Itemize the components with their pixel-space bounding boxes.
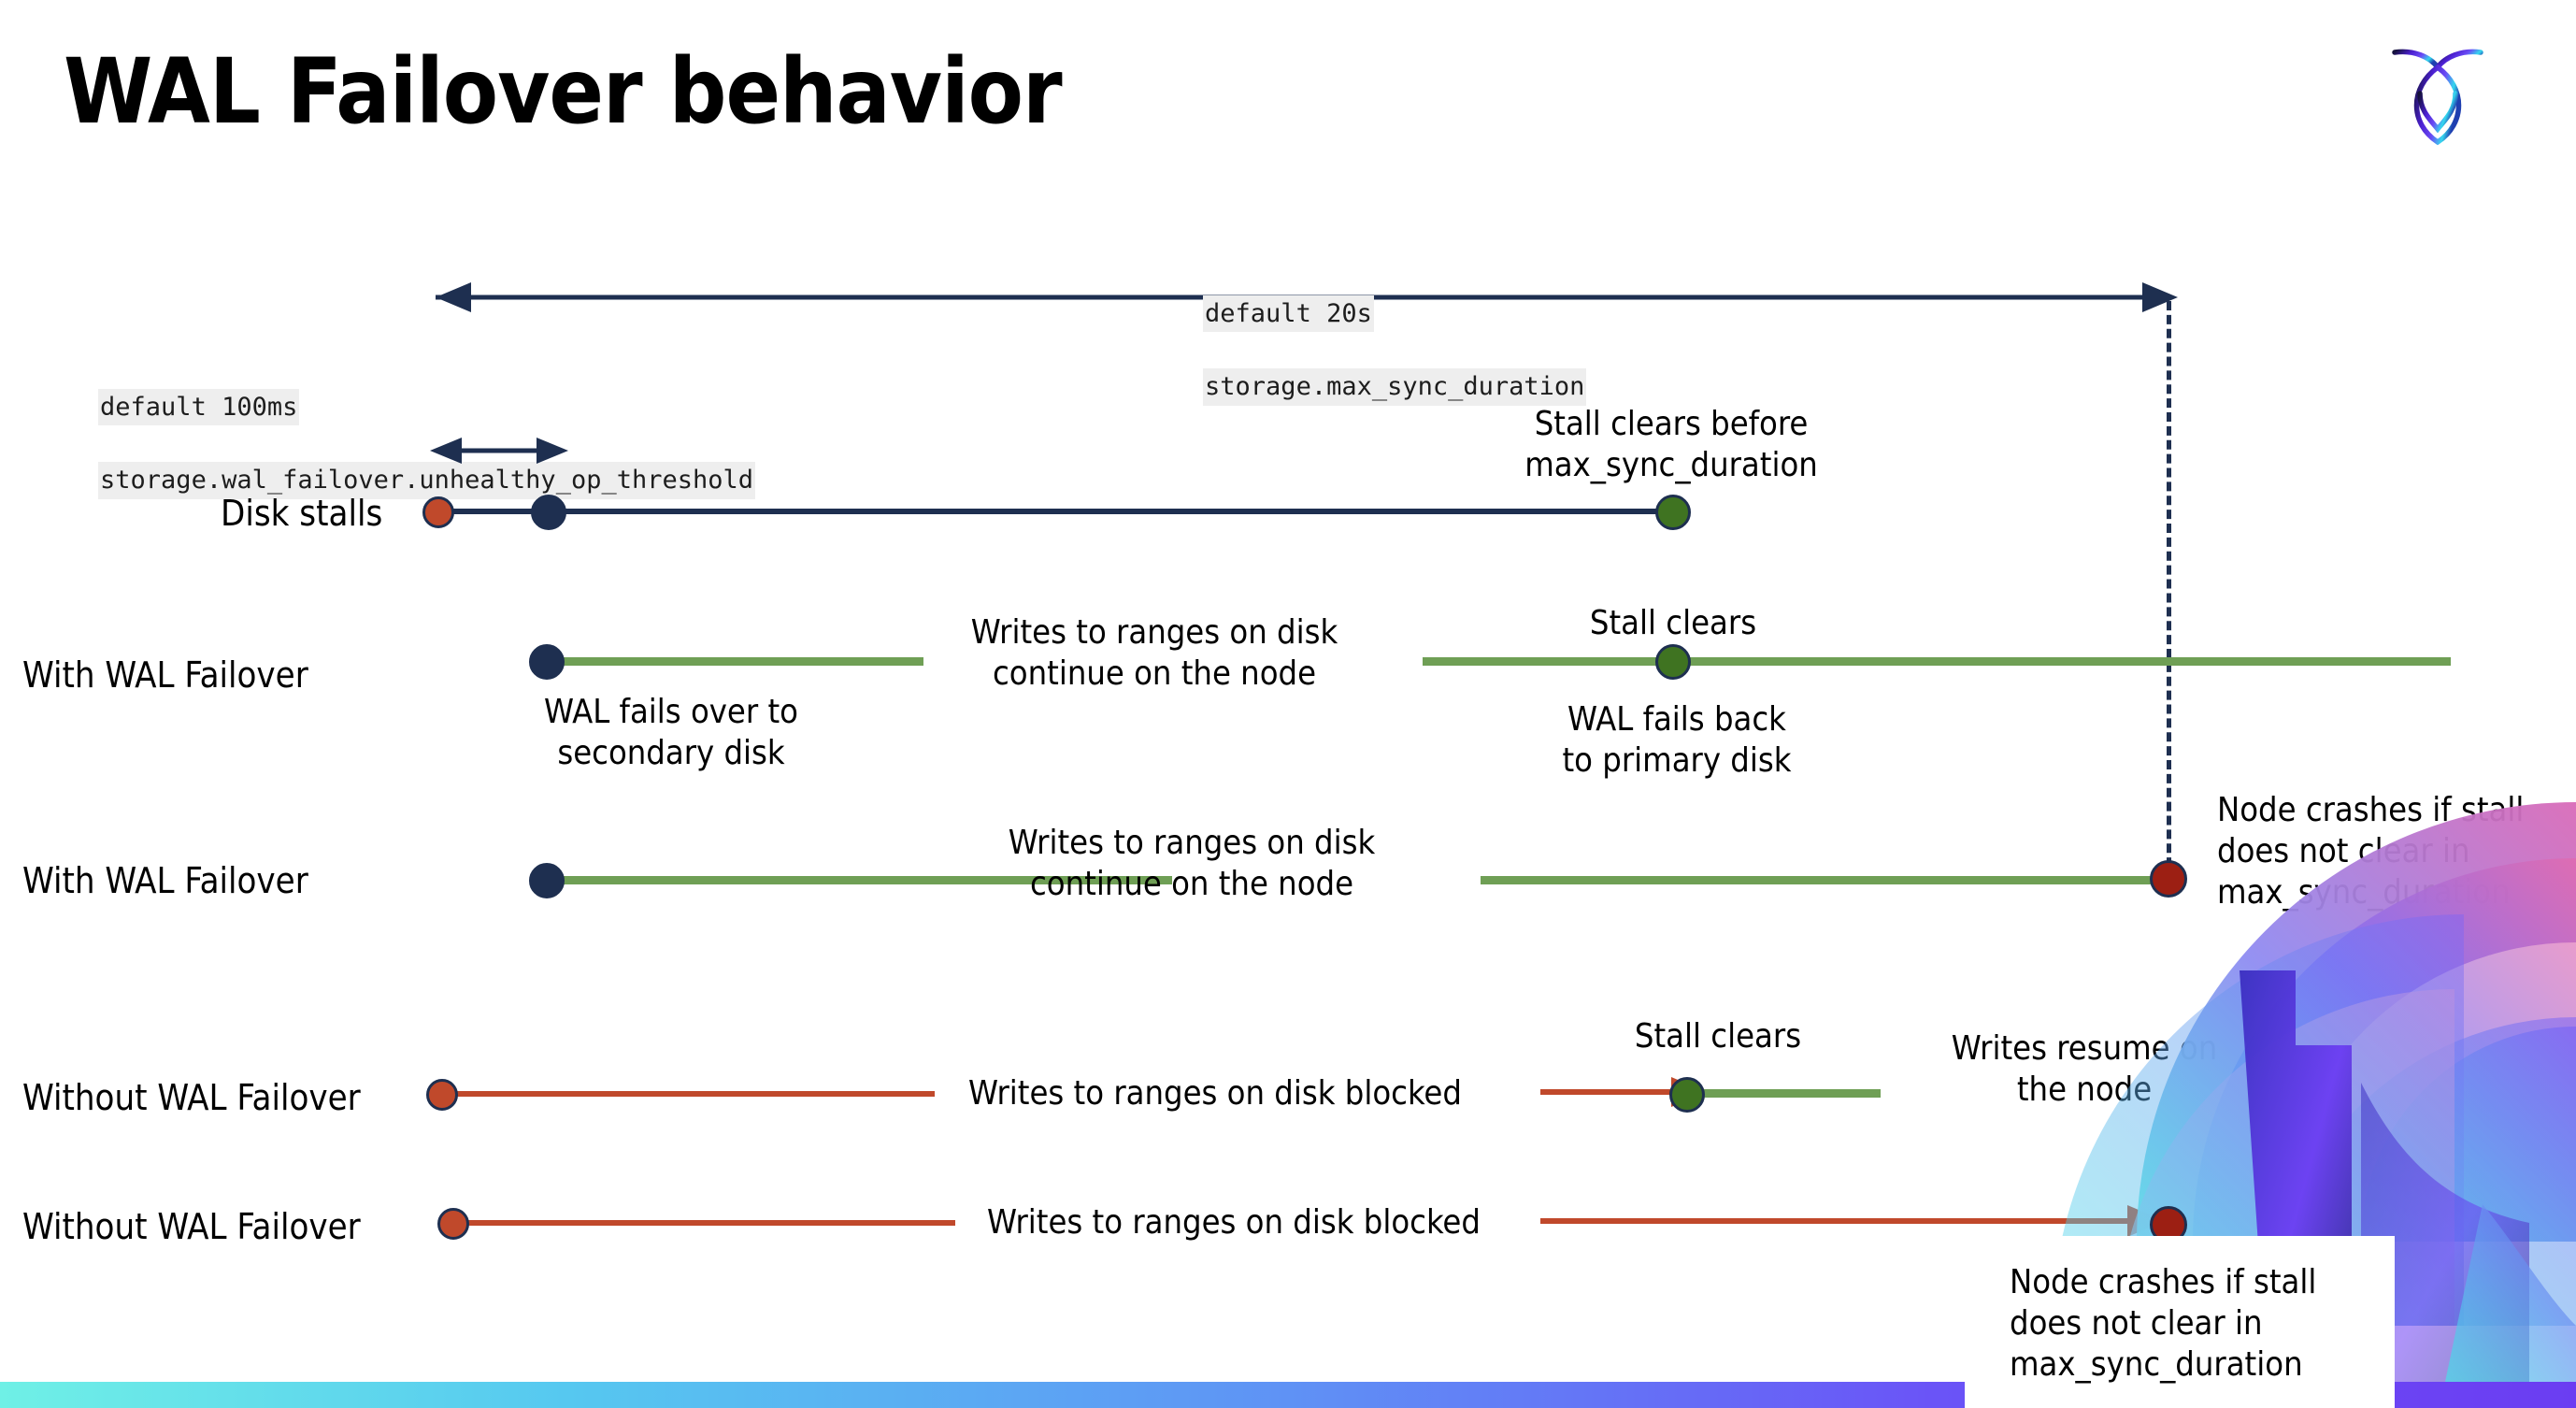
disk-stalls-start-dot (422, 496, 454, 528)
note-writes-blocked-row5: Writes to ranges on disk blocked (987, 1203, 1481, 1242)
disk-stalls-timeline (439, 509, 1673, 514)
without-failover-clears-blocked-line (449, 1091, 935, 1097)
max-sync-duration-setting: default 20s storage.max_sync_duration (1142, 259, 1587, 442)
row-label-without-failover-clears: Without WAL Failover (22, 1077, 361, 1118)
unhealthy-name-label: storage.wal_failover.unhealthy_op_thresh… (98, 462, 756, 499)
max-sync-name-label: storage.max_sync_duration (1203, 368, 1587, 406)
max-sync-default-label: default 20s (1203, 295, 1374, 333)
with-failover-crash-segment-2 (1481, 876, 2174, 884)
row-label-with-failover-clears: With WAL Failover (22, 654, 308, 696)
row-label-with-failover-crash: With WAL Failover (22, 860, 308, 901)
note-wal-fails-over: WAL fails over to secondary disk (544, 693, 798, 772)
unhealthy-op-threshold-double-arrow (430, 438, 568, 464)
note-stall-clears-before: Stall clears before max_sync_duration (1524, 405, 1818, 484)
note-node-crashes-row3: Node crashes if stall does not clear in … (2217, 791, 2525, 912)
note-node-crashes-row5: Node crashes if stall does not clear in … (2010, 1263, 2317, 1384)
note-stall-clears-row4: Stall clears (1634, 1017, 1802, 1056)
with-failover-clears-segment-2 (1423, 657, 2451, 666)
without-failover-clears-resume-line-2 (2284, 1089, 2447, 1098)
unhealthy-op-threshold-setting: default 100ms storage.wal_failover.unhea… (37, 352, 756, 536)
cockroach-labs-logo-icon (2382, 26, 2494, 148)
note-stall-clears-row2: Stall clears (1589, 604, 1757, 642)
disk-stalls-failover-dot (531, 495, 566, 530)
without-failover-clears-clear-dot (1669, 1077, 1705, 1113)
with-failover-crash-node-crash-dot (2150, 860, 2187, 898)
without-failover-clears-start-dot (426, 1079, 458, 1111)
without-failover-clears-resume-line-1 (1694, 1089, 1881, 1098)
unhealthy-default-label: default 100ms (98, 389, 300, 426)
without-failover-crash-blocked-line-1 (460, 1220, 955, 1226)
with-failover-crash-failover-dot (529, 863, 565, 898)
with-failover-crash-segment-1 (546, 876, 1172, 884)
with-failover-clears-failover-dot (529, 644, 565, 680)
note-writes-blocked-row4: Writes to ranges on disk blocked (968, 1074, 1462, 1113)
disk-stalls-clear-dot (1655, 495, 1691, 530)
page-title: WAL Failover behavior (64, 39, 1063, 144)
without-failover-crash-start-dot (437, 1208, 469, 1240)
with-failover-clears-segment-1 (546, 657, 923, 666)
row-label-disk-stalls: Disk stalls (221, 493, 383, 534)
note-writes-continue-row3: Writes to ranges on disk continue on the… (1008, 824, 1376, 903)
note-wal-fails-back: WAL fails back to primary disk (1562, 700, 1792, 780)
max-sync-duration-dashed-guide (2167, 301, 2171, 881)
row-label-without-failover-crash: Without WAL Failover (22, 1206, 361, 1247)
with-failover-clears-clear-dot (1655, 644, 1691, 680)
note-writes-continue-row2: Writes to ranges on disk continue on the… (970, 613, 1338, 693)
note-writes-resume-row4: Writes resume on the node (1951, 1029, 2218, 1109)
